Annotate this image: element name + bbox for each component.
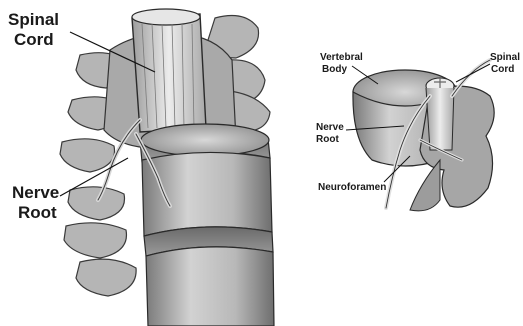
right-nerve-root-label-line2: Root xyxy=(316,134,339,145)
right-spinal-cord-leader-line xyxy=(456,64,490,82)
spinal-cord-label-line2: Cord xyxy=(14,30,54,49)
right-spinal-cord-label-line2: Cord xyxy=(491,64,514,75)
vertebral-body-lower xyxy=(146,247,274,326)
spinal-cord-label-line1: Spinal xyxy=(8,10,59,29)
neuroforamen-label: Neuroforamen xyxy=(318,182,386,193)
left-spine-figure: Spinal Cord Nerve Root xyxy=(8,9,274,326)
vertebral-body-label-line1: Vertebral xyxy=(320,52,363,63)
right-vertebra-figure: Vertebral Body Spinal Cord Nerve Root Ne… xyxy=(316,52,520,211)
vertebral-body-label-line2: Body xyxy=(322,64,347,75)
nerve-root-label-line1: Nerve xyxy=(12,183,59,202)
right-spinal-cord xyxy=(426,78,454,150)
right-spinal-cord-label-line1: Spinal xyxy=(490,52,520,63)
right-nerve-root-label-line1: Nerve xyxy=(316,122,344,133)
nerve-root-label-line2: Root xyxy=(18,203,57,222)
vertebral-body-upper xyxy=(142,152,272,236)
spinal-cord xyxy=(132,9,206,132)
